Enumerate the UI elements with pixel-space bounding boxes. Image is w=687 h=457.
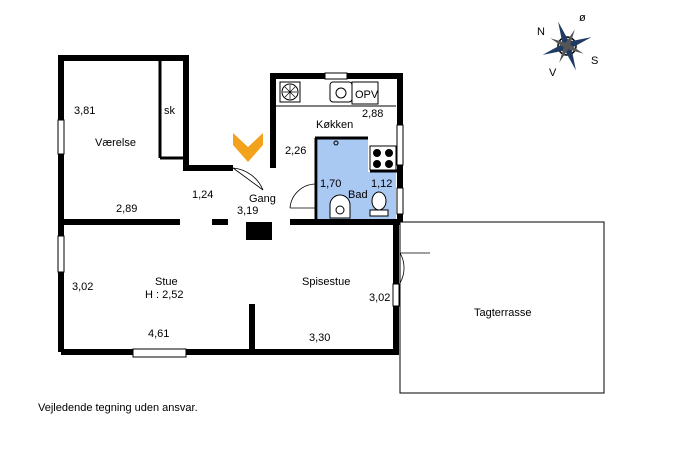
compass-rose [542, 21, 592, 71]
room-gang: Gang [249, 193, 276, 205]
dim-stue-h: 3,02 [72, 281, 93, 293]
opv-label: OPV [355, 89, 379, 101]
closet-label: sk [164, 105, 176, 117]
dim-vaerelse-w: 2,89 [116, 203, 137, 215]
room-koekken: Køkken [316, 119, 353, 131]
room-bad: Bad [348, 189, 368, 201]
room-vaerelse: Værelse [95, 137, 136, 149]
dim-vaerelse-h: 3,81 [74, 105, 95, 117]
compass-v: V [549, 67, 557, 79]
compass-o: ø [579, 12, 586, 24]
dim-spisestue-w: 3,30 [309, 332, 330, 344]
room-stue: Stue [155, 276, 178, 288]
kitchen-counter [276, 81, 397, 171]
compass-s: S [591, 55, 598, 67]
dim-koekken-w: 2,88 [362, 108, 383, 120]
stue-height: H : 2,52 [145, 289, 184, 301]
stove-block [246, 222, 272, 240]
dim-bad-a: 1,70 [320, 178, 341, 190]
dim-gang-b: 3,19 [237, 205, 258, 217]
dim-stue-w: 4,61 [148, 328, 169, 340]
entrance-marker [233, 133, 263, 162]
room-spisestue: Spisestue [302, 276, 350, 288]
disclaimer-note: Vejledende tegning uden ansvar. [38, 402, 198, 414]
dim-spisestue-h: 3,02 [369, 292, 390, 304]
bathroom-fixtures [329, 140, 389, 219]
compass-n: N [537, 26, 545, 38]
roof-terrace-outline [399, 221, 605, 394]
dim-bad-b: 1,12 [371, 178, 392, 190]
windows [57, 72, 404, 358]
dim-koekken-side: 2,26 [285, 145, 306, 157]
doors [232, 167, 430, 284]
walls [58, 55, 403, 355]
dim-gang-a: 1,24 [192, 189, 213, 201]
room-tagterrasse: Tagterrasse [474, 307, 531, 319]
